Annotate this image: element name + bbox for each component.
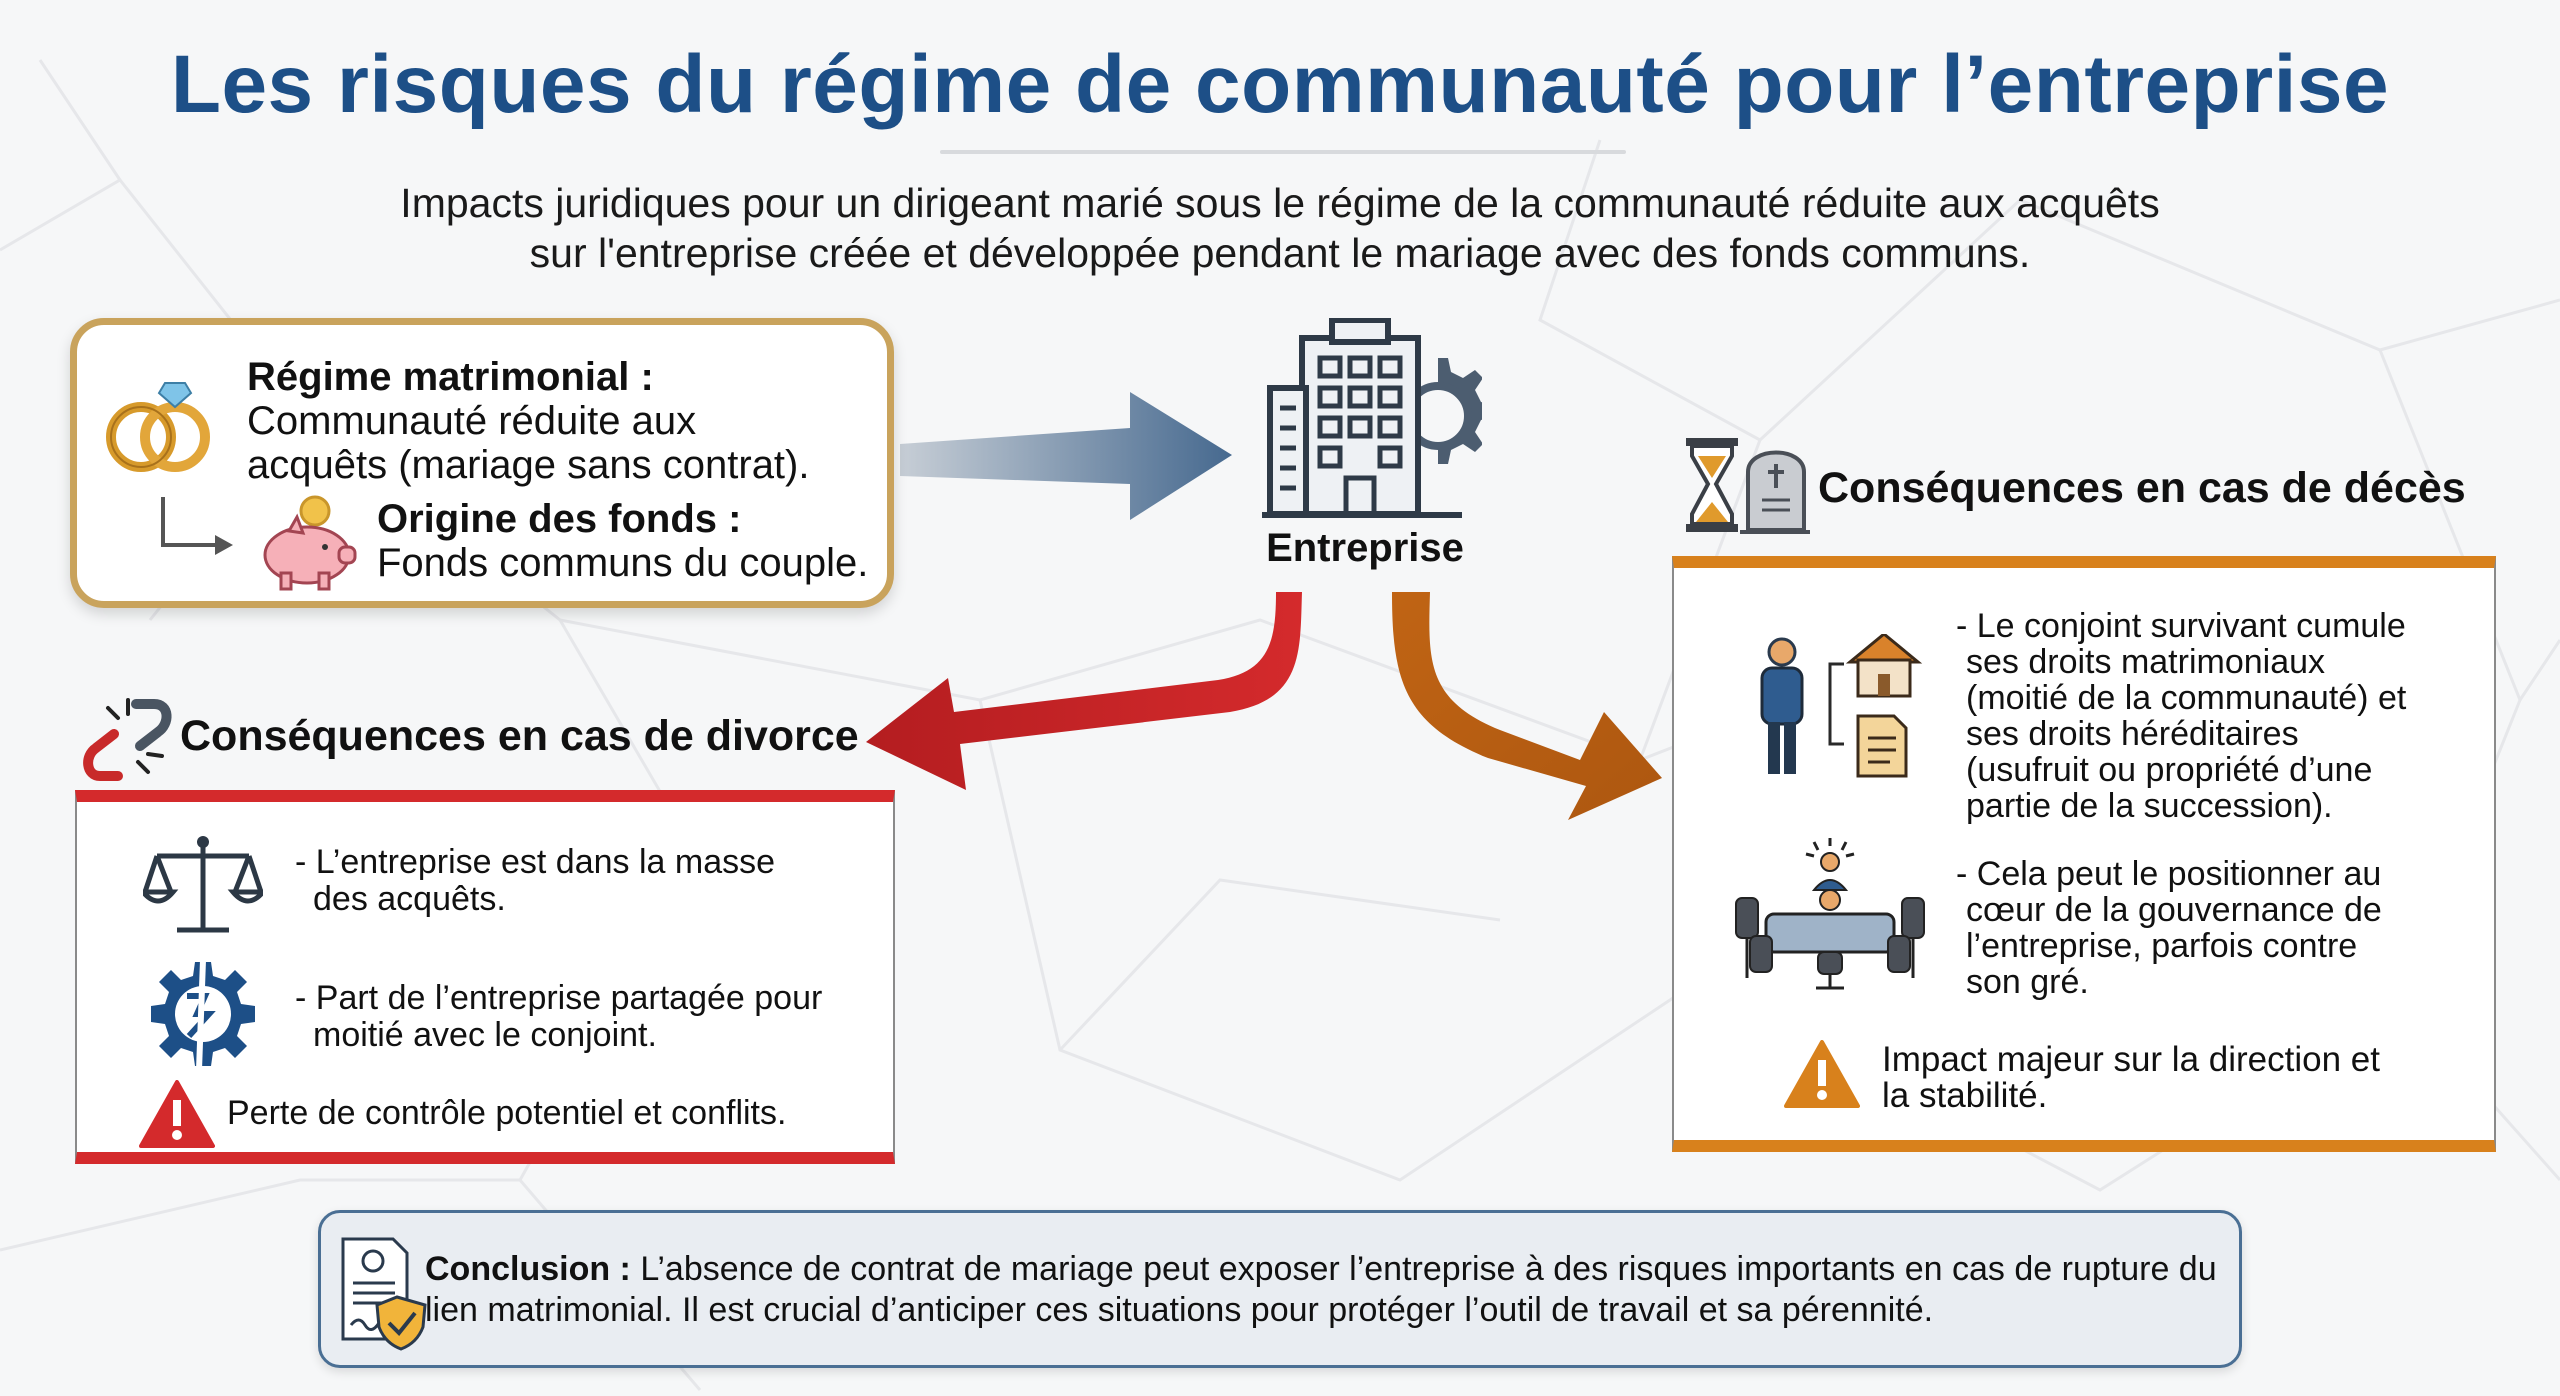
person-house-document-icon	[1760, 634, 1923, 778]
divorce-title: Conséquences en cas de divorce	[180, 712, 859, 760]
subtitle: Impacts juridiques pour un dirigeant mar…	[0, 178, 2560, 278]
title-divider	[940, 150, 1626, 154]
arrow-regime-to-entreprise	[900, 392, 1232, 520]
deces-warning-line-1: Impact majeur sur la direction et	[1882, 1040, 2380, 1079]
office-building-gear-icon	[1262, 318, 1482, 518]
deces-warning: Impact majeur sur la direction et la sta…	[1882, 1042, 2380, 1114]
divorce-warning: Perte de contrôle potentiel et conflits.	[227, 1094, 787, 1132]
arrow-bend-icon	[161, 497, 233, 555]
divorce-item-1-line-2: des acquêts.	[313, 880, 506, 918]
certificate-shield-icon	[341, 1237, 427, 1351]
divorce-item-2-line-2: moitié avec le conjoint.	[313, 1016, 657, 1054]
subtitle-line-2: sur l'entreprise créée et développée pen…	[529, 230, 2031, 276]
deces-item-1: - Le conjoint survivant cumule ses droit…	[1956, 608, 2406, 824]
person-icon	[1760, 637, 1804, 774]
page-title: Les risques du régime de communauté pour…	[170, 39, 2390, 130]
divorce-item-1-line-1: - L’entreprise est dans la masse	[295, 843, 776, 881]
deces-item-2-line-3: l’entreprise, parfois contre	[1966, 927, 2358, 965]
deces-item-1-line-4: ses droits héréditaires	[1966, 715, 2299, 753]
enterprise-label: Entreprise	[1266, 526, 1464, 570]
arrow-to-deces	[1392, 592, 1662, 820]
meeting-table-icon	[1735, 838, 1925, 990]
conclusion-text: Conclusion : L’absence de contrat de mar…	[425, 1249, 2217, 1331]
deces-item-2-line-4: son gré.	[1966, 963, 2089, 1001]
piggy-bank-icon	[263, 495, 357, 591]
deces-title: Conséquences en cas de décès	[1818, 464, 2466, 512]
hourglass-icon	[1686, 438, 1738, 532]
regime-line-2: acquêts (mariage sans contrat).	[247, 443, 810, 487]
regime-label: Régime matrimonial :	[247, 355, 654, 399]
regime-box: Régime matrimonial : Communauté réduite …	[70, 318, 894, 608]
deces-item-2-line-2: cœur de la gouvernance de	[1966, 891, 2382, 929]
deces-box: - Le conjoint survivant cumule ses droit…	[1672, 556, 2496, 1152]
warning-icon	[1784, 1040, 1860, 1108]
conclusion-box: Conclusion : L’absence de contrat de mar…	[318, 1210, 2242, 1368]
deces-item-1-line-5: (usufruit ou propriété d’une	[1966, 751, 2373, 789]
regime-line-1: Communauté réduite aux	[247, 399, 697, 443]
deces-item-2-line-1: - Cela peut le positionner au	[1956, 855, 2382, 893]
split-gear-icon	[151, 960, 255, 1070]
funds-text: Origine des fonds : Fonds communs du cou…	[377, 497, 868, 585]
warning-icon	[139, 1080, 215, 1148]
document-icon	[1856, 714, 1908, 778]
subtitle-line-1: Impacts juridiques pour un dirigeant mar…	[400, 180, 2160, 226]
divorce-item-2: - Part de l’entreprise partagée pour moi…	[295, 980, 822, 1054]
conclusion-label: Conclusion :	[425, 1250, 631, 1288]
deces-item-1-line-1: - Le conjoint survivant cumule	[1956, 607, 2406, 645]
scales-icon	[143, 836, 263, 933]
conclusion-line-1: L’absence de contrat de mariage peut exp…	[640, 1250, 2217, 1288]
deces-item-1-line-3: (moitié de la communauté) et	[1966, 679, 2407, 717]
regime-text: Régime matrimonial : Communauté réduite …	[247, 355, 809, 487]
conclusion-line-2: lien matrimonial. Il est crucial d’antic…	[425, 1291, 1934, 1329]
deces-item-2: - Cela peut le positionner au cœur de la…	[1956, 856, 2382, 1000]
deces-item-1-line-2: ses droits matrimoniaux	[1966, 643, 2326, 681]
wedding-rings-icon	[106, 382, 210, 472]
tombstone-icon	[1740, 450, 1810, 534]
house-icon	[1845, 634, 1923, 698]
hourglass-tombstone-group	[1686, 438, 1810, 534]
divorce-item-1: - L’entreprise est dans la masse des acq…	[295, 844, 775, 918]
divorce-box: - L’entreprise est dans la masse des acq…	[75, 790, 895, 1164]
deces-warning-line-2: la stabilité.	[1882, 1076, 2048, 1115]
funds-value: Fonds communs du couple.	[377, 541, 869, 585]
broken-chain-icon	[83, 698, 172, 781]
deces-item-1-line-6: partie de la succession).	[1966, 787, 2333, 825]
divorce-item-2-line-1: - Part de l’entreprise partagée pour	[295, 979, 823, 1017]
arrow-to-divorce	[866, 592, 1302, 790]
funds-label: Origine des fonds :	[377, 497, 742, 541]
